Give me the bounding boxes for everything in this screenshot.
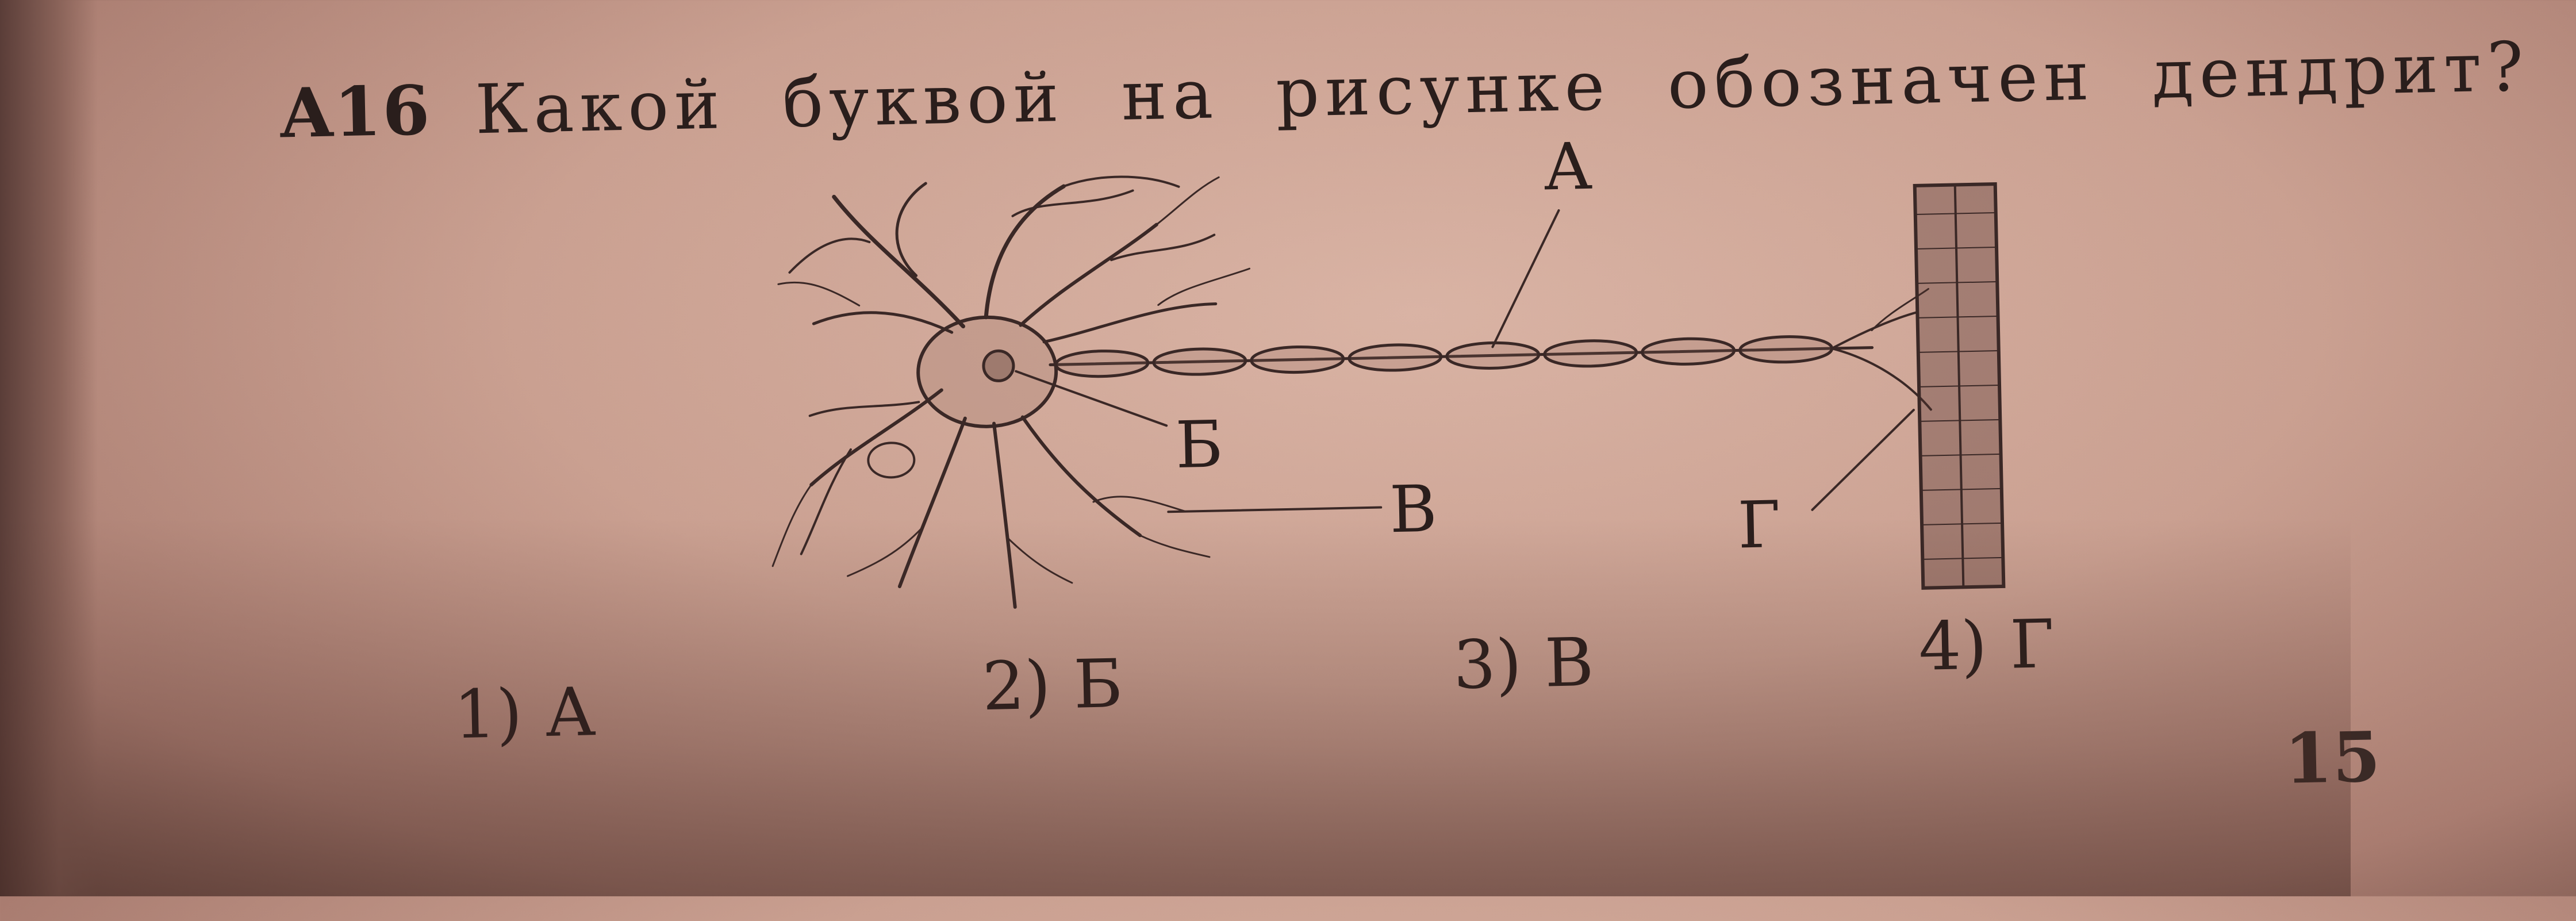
page-edge bbox=[0, 0, 98, 896]
question-word: обозначен bbox=[1667, 36, 2095, 124]
photo-shadow bbox=[0, 517, 2351, 896]
neuron-drawing bbox=[771, 175, 2006, 609]
question-word: рисунке bbox=[1274, 46, 1611, 133]
question-number: A16 bbox=[279, 70, 432, 154]
label-a: А bbox=[1542, 129, 1594, 205]
question-word: буквой bbox=[781, 57, 1065, 143]
question-word: дендрит? bbox=[2151, 26, 2530, 114]
neuron-figure: А Б В Г bbox=[741, 129, 2073, 636]
label-b: Б bbox=[1174, 407, 1224, 483]
worksheet-page: A16 Какой буквой на рисунке обозначен де… bbox=[279, 27, 2530, 800]
question-word: Какой bbox=[474, 64, 727, 149]
question-text: A16 Какой буквой на рисунке обозначен де… bbox=[279, 25, 2560, 154]
question-word: на bbox=[1120, 54, 1220, 136]
